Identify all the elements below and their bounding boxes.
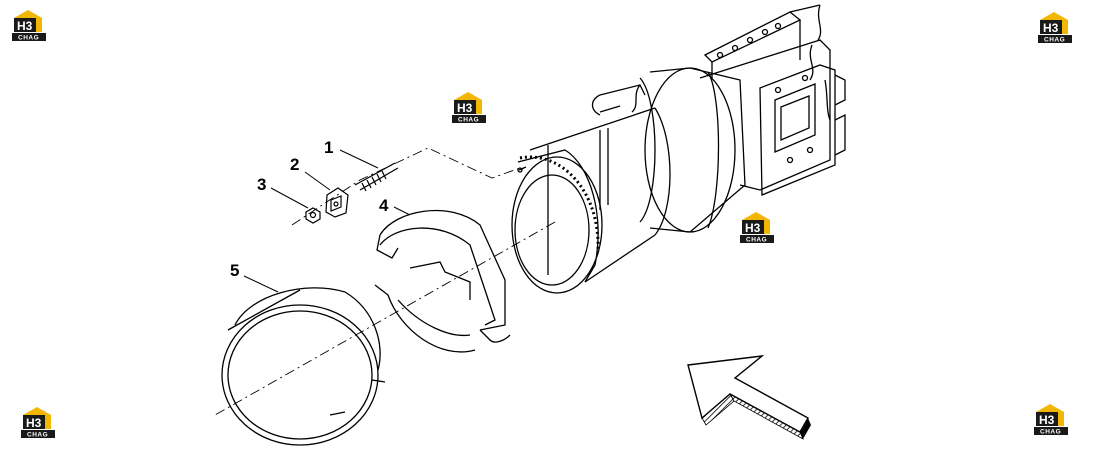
svg-text:CHAG: CHAG bbox=[1040, 429, 1061, 436]
pivot-shaft bbox=[511, 67, 746, 294]
callout-3: 3 bbox=[257, 175, 266, 194]
h3-chag-logo: H3 CHAG bbox=[736, 210, 776, 244]
h3-chag-logo: H3 CHAG bbox=[1030, 402, 1070, 436]
h3-chag-logo: H3 CHAG bbox=[8, 8, 48, 42]
part-2-lockplate bbox=[325, 187, 349, 218]
svg-text:H3: H3 bbox=[457, 101, 473, 115]
direction-arrow bbox=[687, 355, 811, 440]
housing-frame bbox=[699, 4, 846, 196]
h3-chag-logo: H3 CHAG bbox=[17, 405, 57, 439]
callout-2: 2 bbox=[290, 155, 299, 174]
svg-text:CHAG: CHAG bbox=[458, 117, 479, 124]
svg-text:CHAG: CHAG bbox=[27, 432, 48, 439]
svg-text:CHAG: CHAG bbox=[18, 35, 39, 42]
svg-text:H3: H3 bbox=[1039, 413, 1055, 427]
svg-text:H3: H3 bbox=[17, 19, 33, 33]
h3-chag-logo: H3 CHAG bbox=[1034, 10, 1074, 44]
svg-text:H3: H3 bbox=[26, 416, 42, 430]
callout-5: 5 bbox=[230, 261, 239, 280]
callout-1: 1 bbox=[324, 138, 333, 157]
part-4-bushing bbox=[374, 209, 511, 353]
callout-4: 4 bbox=[379, 196, 389, 215]
h3-chag-logo: H3 CHAG bbox=[448, 90, 488, 124]
part-3-nut bbox=[305, 207, 321, 224]
leader-lines bbox=[243, 149, 411, 293]
svg-text:H3: H3 bbox=[745, 221, 761, 235]
svg-text:CHAG: CHAG bbox=[746, 237, 767, 244]
svg-text:CHAG: CHAG bbox=[1044, 37, 1065, 44]
part-5-ring bbox=[221, 287, 386, 446]
callout-labels: 1 2 3 4 5 bbox=[230, 138, 389, 280]
part-1-stud bbox=[354, 162, 399, 192]
center-axis bbox=[214, 147, 556, 416]
svg-text:H3: H3 bbox=[1043, 21, 1059, 35]
